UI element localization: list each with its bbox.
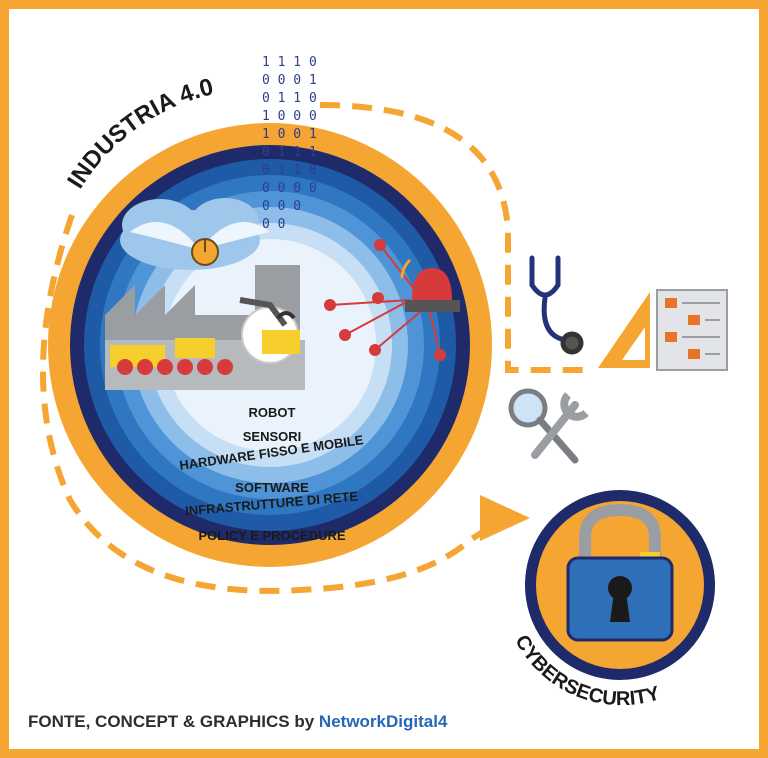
robot-arm-icon — [239, 297, 300, 364]
alarm-light-icon — [400, 258, 465, 312]
svg-text:0 0: 0 0 — [262, 217, 285, 232]
svg-text:0 0 0: 0 0 0 — [262, 199, 301, 214]
sensor-network — [324, 239, 446, 361]
credit-text: FONTE, CONCEPT & GRAPHICS by — [28, 712, 319, 731]
cloud-wings-icon — [120, 198, 270, 270]
svg-text:0 0 0 0: 0 0 0 0 — [262, 181, 317, 196]
layer-label-software: SOFTWARE — [235, 480, 309, 495]
dashed-connectors — [40, 102, 590, 594]
arrow-head-icon — [480, 495, 530, 541]
svg-text:0 1 1 1: 0 1 1 1 — [262, 145, 317, 160]
magnifier-icon — [508, 388, 579, 464]
svg-text:0 0 0 1: 0 0 0 1 — [262, 73, 317, 88]
layer-label-sensori: SENSORI — [243, 429, 302, 444]
svg-text:1 1 1 0: 1 1 1 0 — [262, 55, 317, 70]
stethoscope-icon — [529, 255, 584, 355]
checklist-icon — [656, 289, 728, 371]
credit-line: FONTE, CONCEPT & GRAPHICS by NetworkDigi… — [28, 712, 447, 732]
set-square-icon — [598, 292, 650, 368]
svg-text:0 1 1 0: 0 1 1 0 — [262, 91, 317, 106]
brand-name: NetworkDigital4 — [318, 712, 448, 731]
svg-text:1 0 0 0: 1 0 0 0 — [262, 109, 317, 124]
svg-text:1 0 0 1: 1 0 0 1 — [262, 127, 317, 142]
layer-label-policy: POLICY E PROCEDURE — [198, 528, 345, 543]
wrench-icon — [531, 392, 589, 459]
binary-column: 1 1 1 0 0 0 0 1 0 1 1 0 1 0 0 0 1 0 0 1 … — [262, 55, 317, 232]
svg-text:0 1 1 0: 0 1 1 0 — [262, 163, 317, 178]
layer-label-robot: ROBOT — [249, 405, 296, 420]
padlock-icon — [525, 490, 715, 680]
